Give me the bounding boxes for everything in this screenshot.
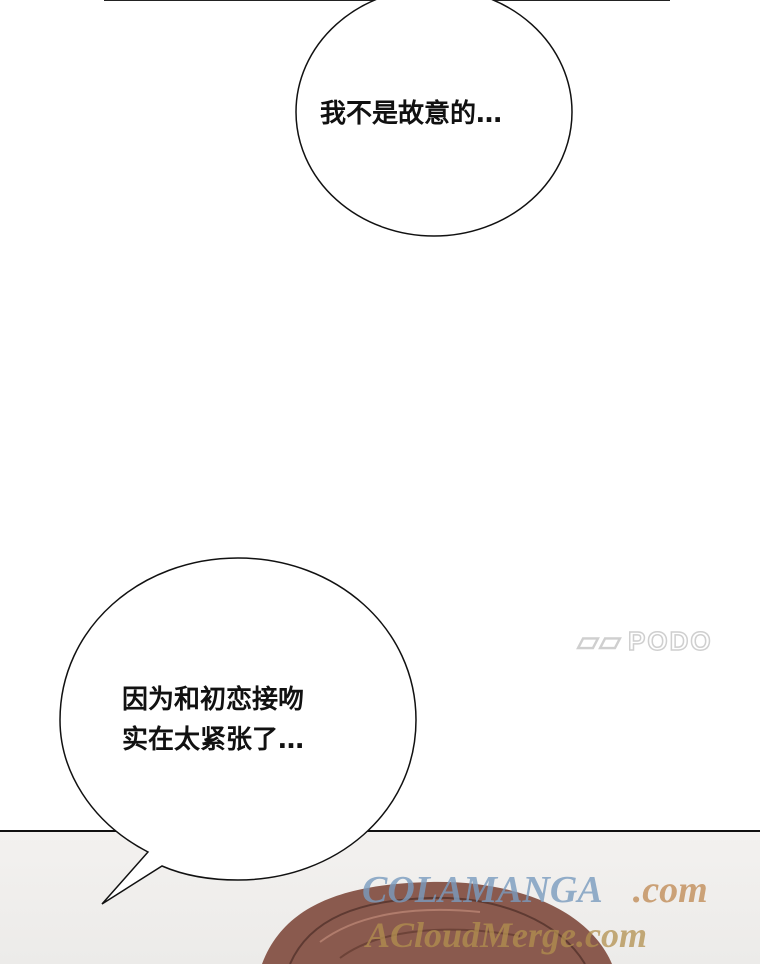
podo-logo-icon: ▰▰ [577,625,622,657]
speech-bubble-1 [295,0,573,237]
podo-watermark-text: PODO [627,625,713,657]
bubble-2-line-1: 因为和初恋接吻 [122,685,305,715]
colamanga-watermark: COLAMANGA .com [362,868,708,912]
bubble-2-line-2: 实在太紧张了… [122,725,305,755]
bubble-2-text: 因为和初恋接吻 实在太紧张了… [122,680,304,760]
bubble-1-text: 我不是故意的… [320,99,503,129]
speech-bubble-2 [59,557,417,905]
podo-watermark: ▰▰PODO [577,625,713,657]
bottom-panel [0,830,760,965]
hair-illustration [262,881,612,965]
colamanga-tld: .com [632,869,708,911]
acloudmerge-watermark: ACloudMerge.com [366,915,648,955]
colamanga-watermark-text: COLAMANGA [362,869,603,911]
